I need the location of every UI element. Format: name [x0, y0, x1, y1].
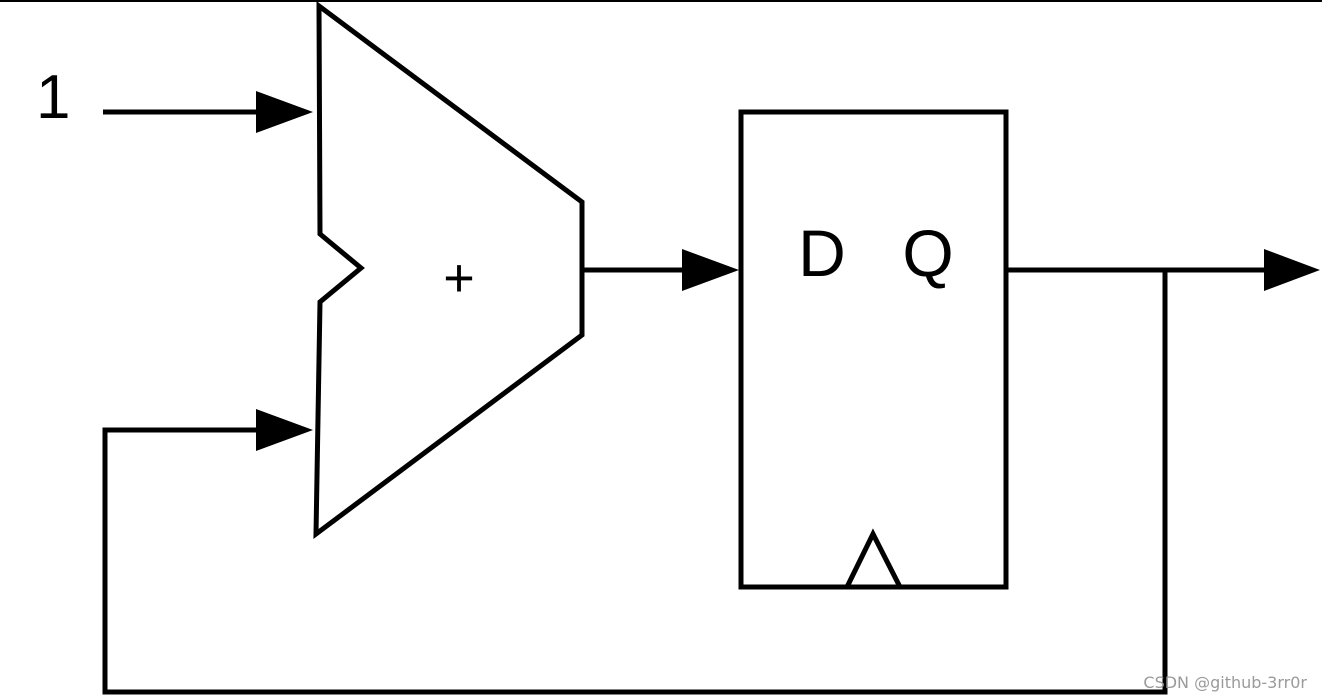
feedback-wire — [102, 270, 1168, 695]
clock-input-triangle — [844, 528, 903, 589]
watermark-text: CSDN @github-3rr0r — [1143, 673, 1307, 692]
register-q-label: Q — [902, 216, 953, 290]
register-d-label: D — [798, 216, 846, 290]
register-output-arrow — [1006, 249, 1320, 291]
adder-block — [313, 1, 585, 540]
register-block — [738, 109, 1009, 590]
constant-to-adder-arrow — [103, 91, 313, 133]
feedback-arrowhead — [256, 409, 313, 451]
adder-symbol: + — [443, 248, 475, 308]
adder-to-register-arrow — [582, 249, 739, 291]
constant-input-label: 1 — [36, 63, 70, 132]
